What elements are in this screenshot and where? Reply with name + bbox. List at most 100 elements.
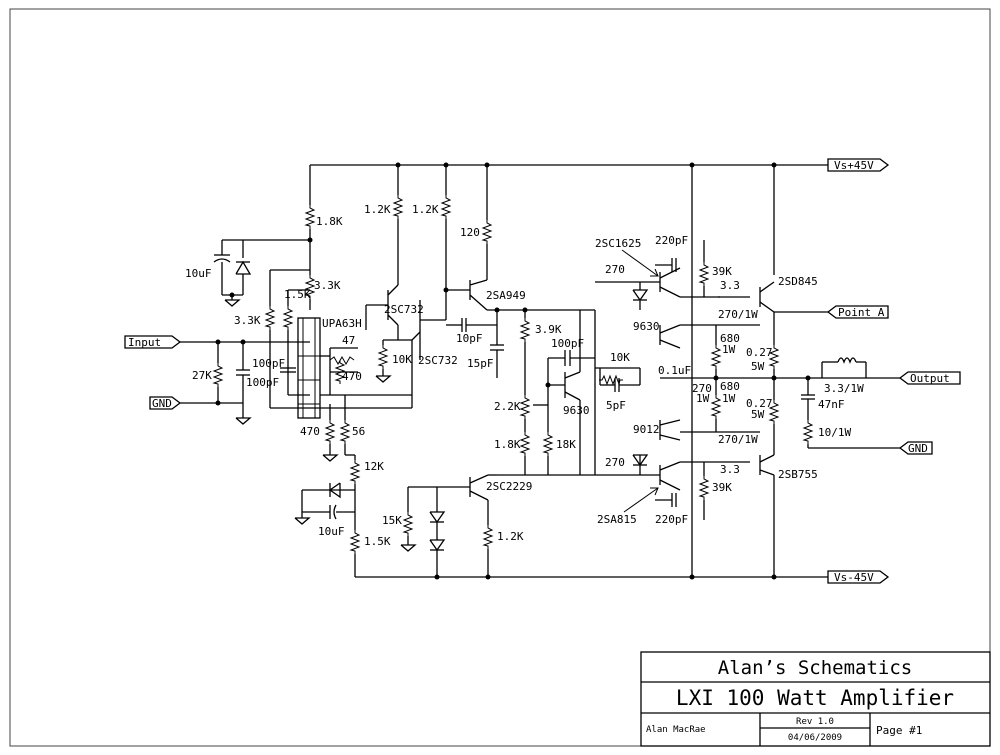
label: 680 (720, 332, 740, 345)
port-gnd-out: GND (898, 441, 933, 455)
port-gnd-in-label: GND (152, 397, 172, 410)
port-output-label: Output (910, 372, 950, 385)
title-block-title: LXI 100 Watt Amplifier (676, 686, 954, 710)
bias-spreader (497, 310, 641, 476)
label: 0.27 (746, 346, 773, 359)
port-vs-pos: Vs+45V (827, 158, 890, 172)
label: 3.3 (720, 279, 740, 292)
vas-stage (446, 165, 595, 378)
label: 3.3K (234, 314, 261, 327)
label: 0.1uF (658, 364, 691, 377)
title-block-date: 04/06/2009 (788, 733, 842, 743)
label: 39K (712, 265, 732, 278)
title-block-company: Alan’s Schematics (718, 657, 912, 679)
port-point-a: Point A (826, 305, 889, 319)
label: 1.2K (364, 203, 391, 216)
label: 100pF (246, 376, 279, 389)
label: 2SB755 (778, 468, 818, 481)
label: 3.3 (720, 463, 740, 476)
label: 270 (605, 456, 625, 469)
label: 15K (382, 514, 402, 527)
port-output: Output (898, 371, 961, 385)
label: 10uF (318, 525, 345, 538)
port-input-label: Input (128, 336, 161, 349)
label: 470 (342, 370, 362, 383)
label: 270/1W (718, 433, 758, 446)
label: 270/1W (718, 308, 758, 321)
label: 5pF (606, 399, 626, 412)
label: 270 (605, 263, 625, 276)
title-block-revision: Rev 1.0 (796, 717, 834, 727)
label: 220pF (655, 234, 688, 247)
title-block-page: Page #1 (876, 724, 922, 737)
current-source (294, 455, 497, 577)
port-gnd-out-label: GND (908, 442, 928, 455)
label: 3.3K (314, 279, 341, 292)
label: 10K (610, 351, 630, 364)
page-border (9, 8, 991, 747)
bias-chain-top (213, 165, 315, 331)
label: 10pF (456, 332, 483, 345)
label: 9630 (633, 320, 660, 333)
port-vs-pos-label: Vs+45V (834, 159, 874, 172)
label: 56 (352, 425, 365, 438)
label: 100pF (551, 337, 584, 350)
label: 2SC732 (384, 303, 424, 316)
label: 5W (751, 408, 765, 421)
label: 680 (720, 380, 740, 393)
component-labels: 1.8K 1.2K 1.2K 120 10uF 3.3K 1.5K 3.3K U… (185, 203, 864, 548)
output-network (801, 357, 900, 449)
port-point-a-label: Point A (838, 306, 885, 319)
port-gnd-in: GND (149, 396, 182, 410)
label: 2SC2229 (486, 480, 532, 493)
title-block: Alan’s Schematics LXI 100 Watt Amplifier… (640, 651, 991, 747)
diff-pair (365, 165, 470, 408)
label: 2SA949 (486, 289, 526, 302)
label: 1W (696, 392, 710, 405)
label: 470 (300, 425, 320, 438)
label: 47nF (818, 398, 845, 411)
label: 10K (392, 353, 412, 366)
label: 10/1W (818, 426, 851, 439)
label: 2SD845 (778, 275, 818, 288)
label: 3.3/1W (824, 382, 864, 395)
label: 270 (692, 382, 712, 395)
label: 27K (192, 369, 212, 382)
label: 9630 (563, 404, 590, 417)
negative-rail (355, 574, 828, 580)
label: 1W (722, 343, 736, 356)
label: 1.2K (412, 203, 439, 216)
label: 220pF (655, 513, 688, 526)
label: 15pF (467, 357, 494, 370)
label: 2SC732 (418, 354, 458, 367)
label: 100pF (252, 357, 285, 370)
pointer-arrows (621, 249, 659, 513)
port-vs-neg: Vs-45V (827, 570, 890, 584)
label: 120 (460, 226, 480, 239)
port-vs-neg-label: Vs-45V (834, 571, 874, 584)
label: 2SC1625 (595, 237, 641, 250)
label: 1.5K (364, 535, 391, 548)
label: 10uF (185, 267, 212, 280)
label: 9012 (633, 423, 660, 436)
label: 1.8K (316, 215, 343, 228)
positive-rail (310, 162, 828, 168)
label: 1.5K (284, 288, 311, 301)
label: 18K (556, 438, 576, 451)
label: 39K (712, 481, 732, 494)
label: 1W (722, 392, 736, 405)
label: 5W (751, 360, 765, 373)
label: 3.9K (535, 323, 562, 336)
label: 47 (342, 334, 355, 347)
output-stage (595, 165, 900, 577)
input-network (180, 330, 412, 425)
label: 0.27 (746, 397, 773, 410)
label: 12K (364, 460, 384, 473)
label: 1.8K (494, 438, 521, 451)
title-block-author: Alan MacRae (646, 725, 706, 735)
label: 2.2K (494, 400, 521, 413)
label: 2SA815 (597, 513, 637, 526)
port-input: Input (124, 335, 182, 349)
